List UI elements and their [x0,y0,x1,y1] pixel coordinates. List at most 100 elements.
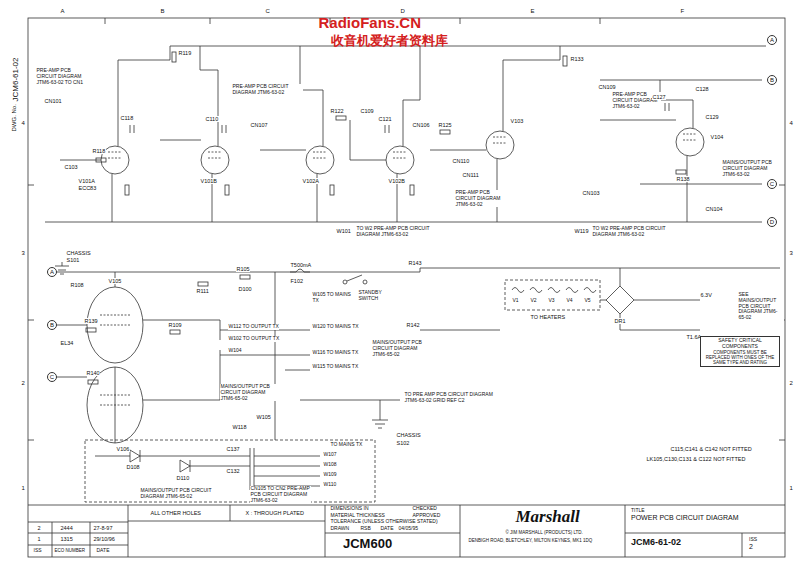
schematic-line [225,185,229,195]
label-text: DATE [96,548,110,554]
label-text: CN104 [705,206,723,212]
schematic-line [325,533,460,534]
label-text: TO W2 PRE-AMP PCB CIRCUIT DIAGRAM JTM6-6… [592,226,673,238]
label-text: R125 [438,122,452,128]
node-heading: B [770,77,774,84]
label-text: A [60,8,65,15]
label-text: APPROVED [412,513,441,519]
label-text: V105 [108,278,122,284]
schematic-line [112,156,687,222]
label-text: ECO NUMBER [54,548,86,553]
schematic-line [512,288,596,293]
connector-circle: A [767,35,778,46]
label-text: 4 [789,120,793,127]
label-text: W112 TO OUTPUT TX [228,324,279,330]
label-text: R111 [196,288,209,294]
label-text: 1 [37,536,41,542]
label-text: F [680,8,685,15]
schematic-line [420,330,500,331]
schematic-line [28,320,34,321]
label-text: V102A [302,178,320,184]
schematic-line [55,262,69,274]
label-text: ALL OTHER HOLES [150,510,202,516]
node-heading: JCM6-61-02 [631,537,737,547]
label-text: EL34 [60,340,74,346]
schematic-line [779,185,785,186]
label-text: © JIM MARSHALL (PRODUCTS) LTD. [505,530,583,535]
label-text: 04/05/95 [398,526,418,532]
label-text: B [160,8,165,15]
schematic-line [88,380,98,384]
node-heading: JCM600 [343,537,447,552]
schematic-line [198,282,208,286]
label-text: 1315 [60,536,73,542]
label-text: CN105 TO CN2 PRE-AMP PCB CIRCUIT DIAGRAM… [250,486,311,503]
label-text: CN109 [598,84,616,90]
label-text: R139 [84,318,98,324]
label-text: C132 [226,468,240,474]
label-text: PRE-AMP PCB CIRCUIT DIAGRAM JTM6-63-02 [455,190,512,207]
schematic-line [410,185,414,195]
label-text: V104 [710,134,724,140]
schematic-line [779,440,785,441]
title-box: JCM6-61-02 [628,536,740,548]
label-text: R118 [92,148,106,154]
schematic-line [45,222,700,223]
label-text: W104 [228,348,242,354]
label-text: V101B [200,178,218,184]
label-text: W108 [323,462,337,468]
label-text: R122 [330,108,344,114]
label-text: R133 [570,56,584,62]
label-text: T500mA [290,262,312,268]
schematic-line [60,120,676,160]
schematic-line [55,272,220,443]
connector-circle: B [767,75,778,86]
schematic-line [505,280,600,310]
schematic-line [28,545,128,546]
label-text: C103 [64,164,78,170]
label-text: CHASSIS [396,432,421,438]
schematic-line [290,269,310,272]
label-text: DRAWN [330,526,350,532]
label-text: DIMENSIONS IN [330,506,369,512]
label-text: V3 [548,298,555,304]
schematic-line [343,280,347,284]
label-text: 6.3V [700,292,712,298]
label-text: 1 [21,485,25,492]
node-heading: C [770,181,774,188]
label-text: TO HEATERS [530,314,566,320]
title-box: SAFETY CRITICAL COMPONENTSCOMPONENTS MUS… [700,336,780,367]
label-text: 2 [789,380,793,387]
node-heading: A [50,269,54,276]
label-text: CN106 [412,122,430,128]
label-text: C110 [205,116,219,122]
schematic-line [118,46,693,146]
label-text: 2444 [60,525,73,531]
schematic-line [363,280,367,284]
label-text: S102 [396,440,410,446]
label-text: 1 [789,485,793,492]
label-text: TOLERANCE (UNLESS OTHERWISE STATED) [330,519,438,525]
schematic-line [90,522,91,557]
label-text: R138 [676,176,690,182]
label-text: CHECKED [412,506,437,512]
schematic-line [230,505,231,521]
schematic-line [28,185,34,186]
label-text: 2 [37,525,41,531]
schematic-line [28,533,128,534]
label-text: C115,C141 & C142 NOT FITTED [670,446,752,452]
label-text: R108 [70,282,84,288]
schematic-line [600,80,762,81]
schematic-line [676,128,704,156]
label-text: SEE MAINS/OUTPUT PCB CIRCUIT DIAGRAM JTM… [738,292,784,321]
label-text: DATE [380,526,394,532]
schematic-line [300,400,400,428]
label-text: TO W2 PRE-AMP PCB CIRCUIT DIAGRAM JTM6-6… [356,226,437,238]
label-text: W118 [232,424,247,430]
schematic-line [28,505,785,506]
schematic-line [28,505,785,557]
schematic-line [55,268,780,272]
label-text: JCM6-61-02 [11,57,20,102]
label-text: PRE-AMP PCB CIRCUIT DIAGRAM JTM6-63-02 [232,84,303,96]
schematic-line [95,448,320,490]
